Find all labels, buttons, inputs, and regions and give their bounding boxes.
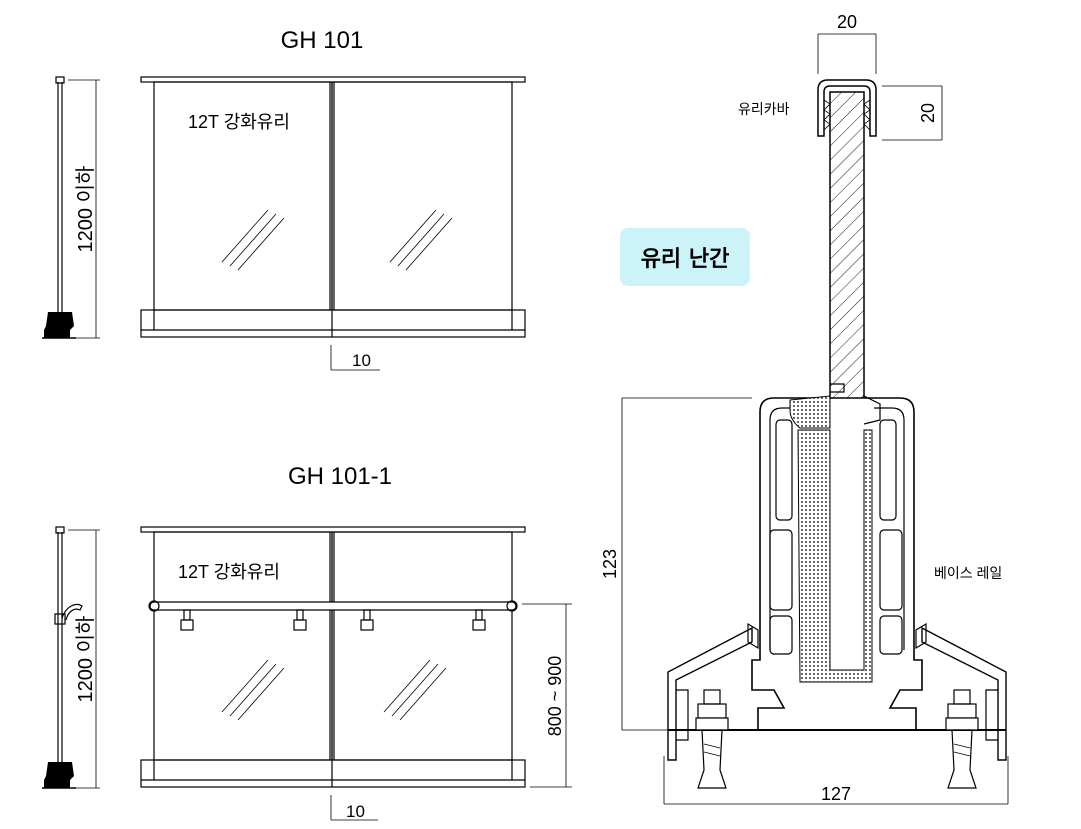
handrail-dim-label: 800 ~ 900 xyxy=(545,656,565,737)
view-gh101-1: GH 101-1 1200 이하 xyxy=(42,463,572,821)
rail-width-dimension: 127 xyxy=(663,756,1009,805)
section-title-text: 유리 난간 xyxy=(640,247,730,272)
anchor-bolt-left xyxy=(695,689,729,789)
cover-height-label: 20 xyxy=(918,103,938,123)
glass-label-gh101: 12T 강화유리 xyxy=(188,112,290,132)
front-elevation-gh101-1: 12T 강화유리 xyxy=(140,526,526,788)
glass-cover-label: 유리카바 xyxy=(738,101,790,117)
rail-cross-section: 20 20 123 127 유리카바 베이스 레일 xyxy=(600,12,1009,805)
glass-label-gh101-1: 12T 강화유리 xyxy=(178,562,280,582)
side-post-gh101-1 xyxy=(42,526,83,789)
height-dimension-gh101: 1200 이하 xyxy=(68,79,100,339)
cover-width-label: 20 xyxy=(837,12,857,32)
gap-dim-label-gh101-1: 10 xyxy=(346,802,365,821)
height-dim-label-gh101-1: 1200 이하 xyxy=(74,616,97,703)
rail-height-label: 123 xyxy=(600,549,620,579)
rail-width-label: 127 xyxy=(821,784,851,804)
cover-height-dimension: 20 xyxy=(882,85,943,141)
handrail xyxy=(148,600,518,631)
height-dimension-gh101-1: 1200 이하 xyxy=(68,529,100,789)
front-elevation-gh101: 12T 강화유리 xyxy=(140,76,526,338)
view-title-gh101-1: GH 101-1 xyxy=(288,463,392,490)
height-dim-label-gh101: 1200 이하 xyxy=(74,166,97,253)
rail-height-dimension: 123 xyxy=(600,397,752,731)
base-rail-label: 베이스 레일 xyxy=(934,565,1002,581)
handrail-dimension: 800 ~ 900 xyxy=(522,603,572,788)
side-post-gh101 xyxy=(42,76,76,339)
view-gh101: GH 101 1200 이하 xyxy=(42,27,526,371)
gap-dim-label-gh101: 10 xyxy=(352,351,371,370)
gap-dimension-gh101: 10 xyxy=(330,345,380,371)
gap-dimension-gh101-1: 10 xyxy=(330,795,378,821)
anchor-bolt-right xyxy=(945,689,979,789)
view-title-gh101: GH 101 xyxy=(281,27,364,54)
section-title-badge: 유리 난간 xyxy=(620,228,750,286)
cover-width-dimension: 20 xyxy=(817,12,877,74)
